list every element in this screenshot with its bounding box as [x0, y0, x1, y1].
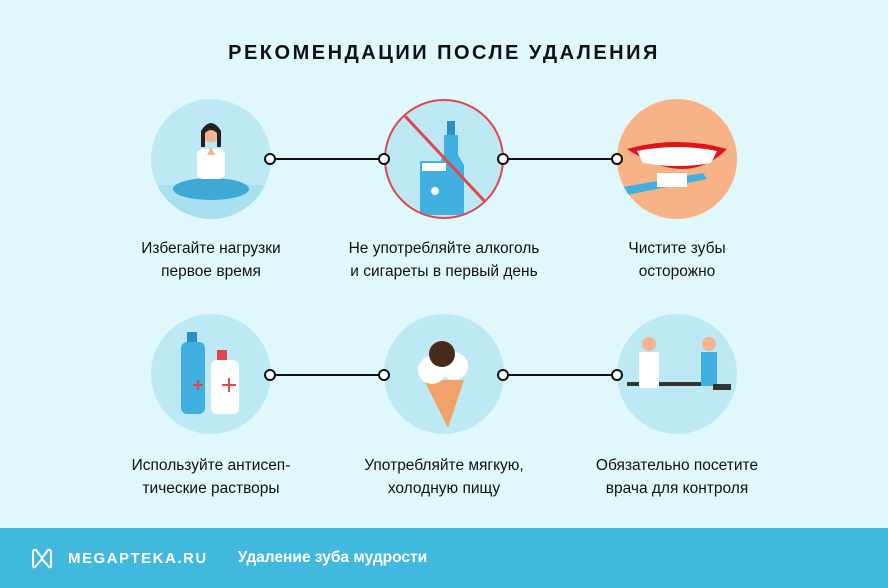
- page-title: РЕКОМЕНДАЦИИ ПОСЛЕ УДАЛЕНИЯ: [228, 42, 660, 64]
- connector-line: [270, 158, 384, 160]
- brand-name: MEGAPTEKA.RU: [68, 549, 208, 567]
- caption-brush-teeth: Чистите зубы осторожно: [552, 237, 802, 283]
- connector-dot: [611, 153, 623, 165]
- connector-dot: [264, 153, 276, 165]
- connector-dot: [497, 153, 509, 165]
- caption-line: Обязательно посетите: [595, 457, 759, 474]
- caption-line: тические растворы: [142, 480, 280, 497]
- connector-line: [270, 374, 384, 376]
- caption-line: и сигареты в первый день: [350, 263, 538, 280]
- caption-line: холодную пищу: [387, 480, 501, 497]
- connector-line: [503, 158, 617, 160]
- caption-line: Избегайте нагрузки: [141, 240, 281, 257]
- toothbrush-smile-icon: [617, 99, 737, 219]
- no-alcohol-smoking-icon: [384, 99, 504, 219]
- connector-dot: [611, 369, 623, 381]
- meditation-icon: [151, 99, 271, 219]
- connector-dot: [497, 369, 509, 381]
- footer-subtitle: Удаление зуба мудрости: [237, 549, 428, 566]
- antiseptic-bottles-icon: [151, 314, 271, 434]
- caption-line: Не употребляйте алкоголь: [348, 240, 540, 257]
- caption-line: Используйте антисеп-: [131, 457, 291, 474]
- caption-no-alcohol: Не употребляйте алкоголь и сигареты в пер…: [319, 237, 569, 283]
- caption-visit-doctor: Обязательно посетите врача для контроля: [552, 454, 802, 500]
- connector-dot: [264, 369, 276, 381]
- ice-cream-icon: [384, 314, 504, 434]
- caption-avoid-strain: Избегайте нагрузки первое время: [86, 237, 336, 283]
- caption-line: Употребляйте мягкую,: [364, 457, 524, 474]
- footer: MEGAPTEKA.RU Удаление зуба мудрости: [0, 528, 888, 588]
- connector-dot: [378, 369, 390, 381]
- connector-dot: [378, 153, 390, 165]
- brand-logo[interactable]: MEGAPTEKA.RU: [30, 547, 208, 569]
- doctor-visit-icon: [617, 314, 737, 434]
- caption-line: Чистите зубы: [628, 240, 726, 257]
- caption-antiseptic: Используйте антисеп-тические растворы: [86, 454, 336, 500]
- caption-line: врача для контроля: [605, 480, 749, 497]
- caption-line: первое время: [161, 263, 261, 280]
- caption-line: осторожно: [638, 263, 716, 280]
- logo-m-icon: [32, 548, 52, 569]
- caption-soft-food: Употребляйте мягкую, холодную пищу: [319, 454, 569, 500]
- connector-line: [503, 374, 617, 376]
